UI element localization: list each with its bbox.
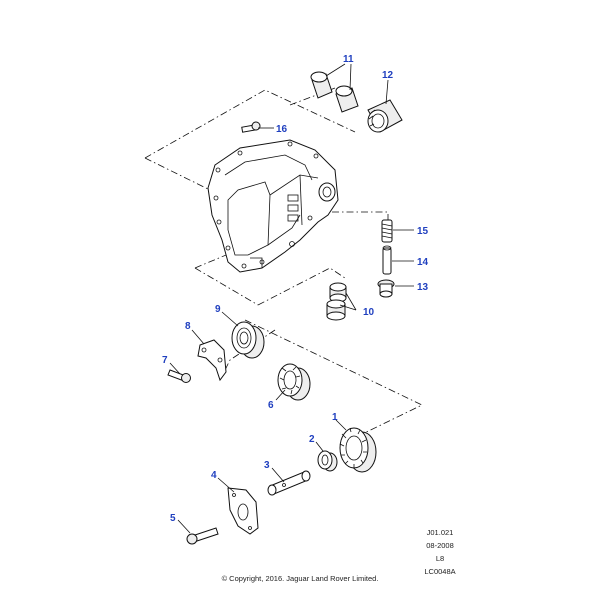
callout-15: 15 [417,226,429,237]
part-11-bushes [310,71,359,113]
callout-11: 11 [343,54,354,65]
diagram-code: J01.021 [426,528,454,537]
part-13-plug [377,279,395,298]
callout-14: 14 [417,257,429,268]
part-2-needle-bearing [317,450,338,472]
part-5-bolt [186,527,219,545]
diagram-date: 08-2008 [426,541,454,550]
diagram-ref: LC0048A [424,567,456,576]
part-6-roller-bearing [277,363,311,401]
callout-1: 1 [332,412,338,423]
callout-2: 2 [309,434,315,445]
callout-4: 4 [211,470,217,481]
callout-6: 6 [268,400,274,411]
callout-16: 16 [276,124,288,135]
part-4-thrust-plate [227,487,259,535]
diagram-model: L8 [435,554,445,563]
callout-3: 3 [264,460,270,471]
callout-7: 7 [162,355,168,366]
part-8-retainer-plate [197,339,227,382]
part-16-bolt [241,121,261,133]
part-12-threaded-collar [367,99,403,133]
copyright-notice: © Copyright, 2016. Jaguar Land Rover Lim… [221,574,379,583]
part-9-bearing [231,321,265,359]
callout-12: 12 [382,70,394,81]
callout-10: 10 [363,307,375,318]
part-14-plunger [382,245,392,275]
part-7-bolt [167,369,191,383]
callout-9: 9 [215,304,221,315]
leader-lines [169,63,414,534]
transfer-case-housing [207,139,339,273]
callout-labels: 1 2 3 4 5 6 7 8 9 10 11 12 13 14 15 16 [162,54,429,524]
part-10-bushes [326,282,347,321]
callout-13: 13 [417,282,429,293]
part-15-spring [381,219,393,243]
callout-8: 8 [185,321,191,332]
part-1-gear [339,427,377,473]
callout-5: 5 [170,513,176,524]
part-3-shaft [267,470,311,496]
